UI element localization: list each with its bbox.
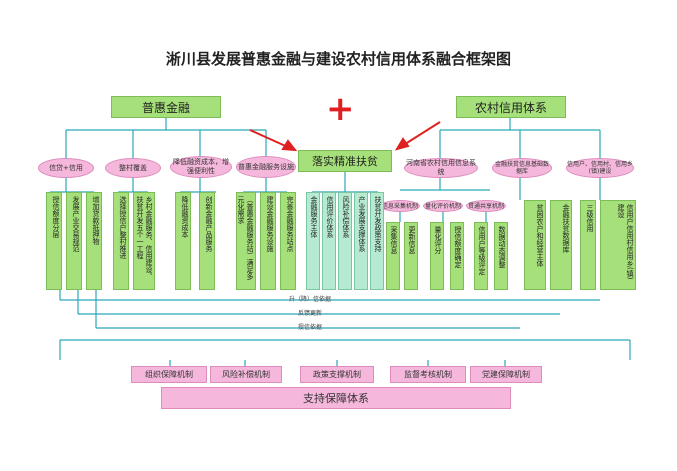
share-mechanism-oval: 贯通共享机制	[466, 200, 506, 212]
support-system-box: 支持保障体系	[161, 387, 511, 409]
mechanism-supervision: 监督考核机制	[390, 366, 466, 383]
center-column-4: 产业发展支撑体系	[354, 192, 368, 290]
right-column-4: 授信额度确定	[450, 222, 464, 290]
mechanism-organization: 组织保障机制	[131, 366, 207, 383]
left-column-10: 完善金融服务站点	[280, 192, 296, 290]
left-column-6: 降低融资成本	[175, 192, 191, 290]
left-column-9: 建设金融服务设施	[260, 192, 276, 290]
mechanism-policy: 政策支撑机制	[300, 366, 374, 383]
right-column-7: 贫困农户和经营主体	[524, 200, 546, 290]
evaluate-mechanism-oval: 量化评价机制	[423, 200, 463, 212]
left-column-5: 乡村金融服务、信用建设、扶贫开发五个一工程	[133, 192, 155, 290]
center-column-1: 金融服务主体	[306, 192, 320, 290]
credit-plus-trust-oval: 信贷+信用	[38, 158, 94, 178]
left-column-1: 授信额度分层	[46, 192, 62, 290]
mechanism-risk: 风险补偿机制	[210, 366, 282, 383]
page-title: 淅川县发展普惠金融与建设农村信用体系融合框架图	[165, 50, 511, 68]
village-coverage-oval: 整村覆盖	[105, 158, 161, 178]
credit-village-oval: 信用户、信用村、信用乡(镇)建设	[566, 158, 634, 178]
mechanism-party: 党建保障机制	[470, 366, 542, 383]
right-column-5: 信用户等级评定	[474, 222, 488, 290]
right-column-3: 量化评分	[430, 222, 444, 290]
right-column-8: 金融扶贫数据库	[550, 200, 572, 290]
finance-facility-oval: 普惠金融服务设施	[236, 156, 296, 178]
collect-mechanism-oval: 信息采集机制	[380, 200, 420, 212]
center-column-5: 扶贫开发政策支持	[370, 192, 384, 290]
right-column-9: 三级信用	[580, 200, 596, 290]
left-column-4: 选择授信户整村推进	[113, 192, 129, 290]
right-column-1: 采集信息	[386, 222, 400, 290]
poverty-alleviation-box: 落实精准扶贫	[298, 150, 392, 172]
left-column-8: （普惠金融服务站）满足多元化需求	[236, 192, 256, 290]
right-column-6: 数据动态调整	[494, 222, 508, 290]
plus-sign: +	[326, 89, 355, 129]
henan-credit-system-oval: 河南省农村信用信息系统	[404, 158, 478, 178]
center-column-3: 风险补偿体系	[338, 192, 352, 290]
poverty-database-oval: 金融扶贫信息基础数据库	[492, 158, 552, 178]
rural-credit-header: 农村信用体系	[456, 96, 566, 118]
left-column-2: 发展产业交易规范	[66, 192, 82, 290]
left-column-3: 增加贷款抵押物	[86, 192, 102, 290]
right-column-2: 更新信息	[404, 222, 418, 290]
flow-label-credit-basis: 授信依据	[297, 324, 322, 331]
lower-cost-oval: 降低融资成本，增强便利性	[170, 156, 232, 178]
inclusive-finance-header: 普惠金融	[111, 96, 221, 118]
center-column-2: 信用评价体系	[322, 192, 336, 290]
flow-label-feedback: 反馈更新	[297, 310, 322, 317]
flow-label-upgrade: 升（降）信依据	[288, 296, 331, 303]
left-column-7: 创新金融产品服务	[199, 192, 215, 290]
right-column-10: 信用户信用村信用乡(镇)建设	[600, 200, 636, 290]
